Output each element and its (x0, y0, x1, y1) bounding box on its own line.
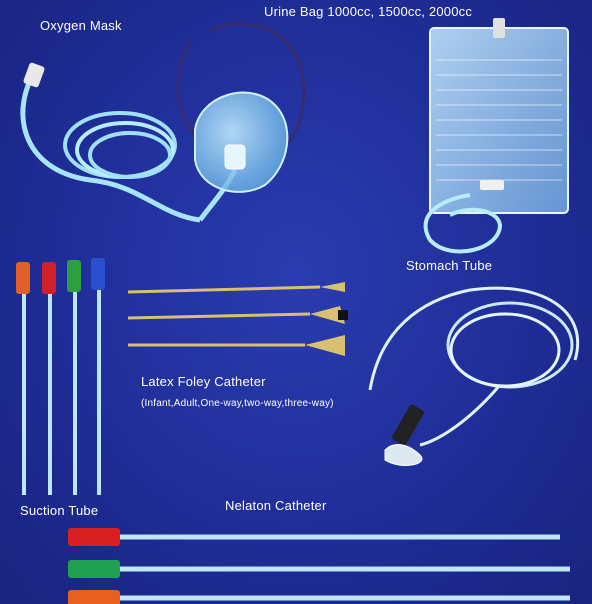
tubing-connector (23, 62, 45, 88)
latex-foley-sublabel: (Infant,Adult,One-way,two-way,three-way) (141, 398, 334, 409)
stomach-tube-line-1 (368, 286, 580, 391)
latex-foley-label: Latex Foley Catheter (141, 374, 266, 389)
stomach-tube-label: Stomach Tube (406, 258, 493, 273)
suction-connector-red (42, 262, 56, 294)
nelaton-catheters-product (68, 528, 570, 604)
foley-funnel-3 (305, 335, 345, 356)
stomach-tube-lead (419, 384, 502, 447)
nelaton-label: Nelaton Catheter (225, 498, 327, 513)
nelaton-connector-green (68, 560, 120, 578)
foley-catheter-2 (127, 312, 311, 320)
mask-strap-left (176, 39, 202, 142)
stomach-tube-product (368, 286, 580, 466)
oxygen-mask-label: Oxygen Mask (40, 18, 122, 33)
suction-tubes-product (16, 258, 105, 495)
foley-funnel-1 (320, 282, 345, 292)
bag-clamp (480, 180, 504, 190)
latex-foley-product (127, 282, 348, 356)
nelaton-connector-orange (68, 590, 120, 604)
oxygen-tubing-lead (20, 68, 201, 223)
suction-tube-label: Suction Tube (20, 503, 99, 518)
stomach-tube-funnel (384, 444, 423, 466)
tubing-coil-3 (88, 131, 172, 179)
bag-drain-tube (423, 193, 503, 254)
suction-connector-orange (16, 262, 30, 294)
stomach-tube-connector (392, 404, 424, 446)
stomach-tube-coil-2 (449, 312, 561, 388)
mask-body (194, 91, 289, 193)
foley-funnel-2 (310, 306, 345, 324)
foley-catheter-1 (127, 285, 321, 294)
suction-connector-blue (91, 258, 105, 290)
suction-connector-green (67, 260, 81, 292)
oxygen-mask-product (20, 22, 306, 223)
urine-bag-label: Urine Bag 1000cc, 1500cc, 2000cc (264, 4, 473, 19)
bag-hanger (493, 18, 505, 38)
foley-plug (338, 310, 348, 320)
mask-port (224, 144, 246, 170)
nelaton-connector-red (68, 528, 120, 546)
urine-bag-product (423, 18, 569, 254)
